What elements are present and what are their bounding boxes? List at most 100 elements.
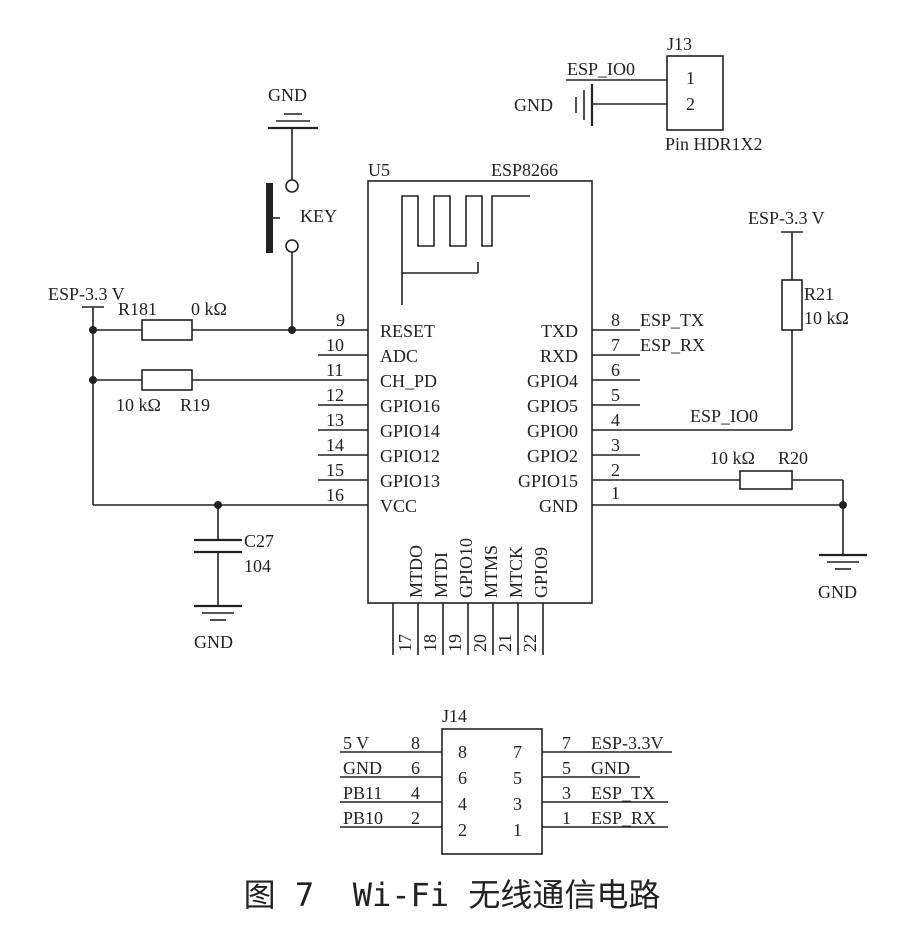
u5-right-pin-6: GPIO4 6 <box>527 360 640 391</box>
bottom-pin-number: 17 <box>395 634 415 652</box>
j14-pin-number: 2 <box>411 808 420 828</box>
j13-pin-1: 1 <box>686 68 695 88</box>
u5-bottom-pins: MTDO MTDI GPIO10 MTMS MTCK GPIO9 17 18 1… <box>392 538 551 655</box>
bottom-pin-name: MTDI <box>431 552 451 598</box>
j14-inner-pin: 4 <box>458 794 467 814</box>
u5-ref: U5 <box>368 160 390 180</box>
pin-number: 4 <box>611 410 620 430</box>
j14-net: ESP_RX <box>591 808 656 828</box>
j13-pin-2: 2 <box>686 94 695 114</box>
key-gnd-label: GND <box>268 85 307 105</box>
j13-body <box>666 55 724 131</box>
pin-number: 16 <box>326 485 344 505</box>
resistor-r20 <box>739 470 793 490</box>
j14-net: ESP-3.3V <box>591 733 664 753</box>
pin-number: 13 <box>326 410 344 430</box>
j14-net: GND <box>343 758 382 778</box>
c27-ref: C27 <box>244 531 274 551</box>
r21-ref: R21 <box>804 284 834 304</box>
u5-right-pin-7: RXD 7 ESP_RX <box>540 335 705 366</box>
gnd-symbol-icon <box>268 113 318 130</box>
junction-dot <box>89 376 97 384</box>
key-switch: GND KEY <box>266 85 337 330</box>
u5-left-pin-13: 13 GPIO14 <box>318 410 440 441</box>
resistor-r19 <box>141 369 193 391</box>
pin-number: 2 <box>611 460 620 480</box>
pin-name: GPIO14 <box>380 421 440 441</box>
junction-dot <box>89 326 97 334</box>
j14-inner-pin: 5 <box>513 768 522 788</box>
j14-net: ESP_TX <box>591 783 655 803</box>
pin-name: VCC <box>380 496 417 516</box>
pin-number: 8 <box>611 310 620 330</box>
j14-pin-number: 8 <box>411 733 420 753</box>
pin-name: RXD <box>540 346 578 366</box>
net-esp-io0: ESP_IO0 <box>690 406 758 426</box>
right-gnd-label: GND <box>818 582 857 602</box>
u5-left-pin-14: 14 GPIO12 <box>318 435 440 466</box>
bottom-pin-name: MTDO <box>406 545 426 598</box>
pin-name: RESET <box>380 321 435 341</box>
r19-ref: R19 <box>180 395 210 415</box>
u5-module: U5 ESP8266 9 RESET 10 ADC 11 CH_PD 12 GP… <box>318 160 843 655</box>
j14-net: GND <box>591 758 630 778</box>
r181-value: 0 kΩ <box>191 299 227 319</box>
j14-pin-number: 3 <box>562 783 571 803</box>
pin-number: 15 <box>326 460 344 480</box>
u5-right-pin-5: GPIO5 5 <box>527 385 640 416</box>
r20-ref: R20 <box>778 448 808 468</box>
pin-number: 6 <box>611 360 620 380</box>
bottom-pin-number: 22 <box>520 634 540 652</box>
u5-left-pin-9: 9 RESET <box>318 310 435 341</box>
r20-value: 10 kΩ <box>710 448 755 468</box>
resistor-r181 <box>141 319 193 341</box>
key-label: KEY <box>300 206 337 226</box>
pin-number: 14 <box>326 435 344 455</box>
j14-inner-pin: 2 <box>458 820 467 840</box>
j14-net: PB11 <box>343 783 382 803</box>
pin-number: 9 <box>336 310 345 330</box>
gnd-symbol-icon <box>575 84 594 126</box>
u5-right-pin-1: GND 1 <box>539 483 843 516</box>
j14-pin-number: 5 <box>562 758 571 778</box>
bottom-pin-name: MTMS <box>481 545 501 598</box>
antenna-trace <box>401 195 530 305</box>
j14-inner-pin: 8 <box>458 742 467 762</box>
j13-header: J13 Pin HDR1X2 1 2 ESP_IO0 GND <box>514 34 763 154</box>
supply-right-label: ESP-3.3 V <box>748 208 825 228</box>
j14-pin-number: 4 <box>411 783 420 803</box>
j13-net-gnd: GND <box>514 95 553 115</box>
u5-left-pin-11: 11 CH_PD <box>318 360 437 391</box>
pin-number: 5 <box>611 385 620 405</box>
left-supply-network: ESP-3.3 V R181 0 kΩ 10 kΩ R19 C27 104 <box>48 284 318 652</box>
gnd-symbol-icon <box>819 553 867 570</box>
pin-name: GPIO4 <box>527 371 578 391</box>
j13-net-io0: ESP_IO0 <box>567 59 635 79</box>
pin-name: GPIO16 <box>380 396 440 416</box>
resistor-r21 <box>781 279 803 331</box>
bottom-pin-name: GPIO10 <box>456 538 476 598</box>
r181-ref: R181 <box>118 299 157 319</box>
u5-right-pin-8: TXD 8 ESP_TX <box>541 310 704 341</box>
pin-number: 3 <box>611 435 620 455</box>
r19-value: 10 kΩ <box>116 395 161 415</box>
pin-name: GPIO5 <box>527 396 578 416</box>
j14-net: 5 V <box>343 733 369 753</box>
pin-number: 11 <box>326 360 343 380</box>
pin-number: 10 <box>326 335 344 355</box>
supply-left-label: ESP-3.3 V <box>48 284 125 304</box>
switch-contact <box>285 179 299 193</box>
u5-left-pin-12: 12 GPIO16 <box>318 385 440 416</box>
pin-name: GPIO13 <box>380 471 440 491</box>
u5-left-pin-16: 16 VCC <box>318 485 417 516</box>
j14-connector: J14 8 6 4 2 7 5 3 1 5 V GND PB11 PB10 8 … <box>340 706 672 855</box>
bottom-pin-number: 20 <box>470 634 490 652</box>
j14-body <box>441 728 543 855</box>
bottom-pin-name: MTCK <box>506 546 526 598</box>
pin-name: GND <box>539 496 578 516</box>
j14-inner-pin: 3 <box>513 794 522 814</box>
pin-name: ADC <box>380 346 418 366</box>
pin-name: TXD <box>541 321 578 341</box>
j14-pin-number: 7 <box>562 733 571 753</box>
j14-pin-number: 6 <box>411 758 420 778</box>
